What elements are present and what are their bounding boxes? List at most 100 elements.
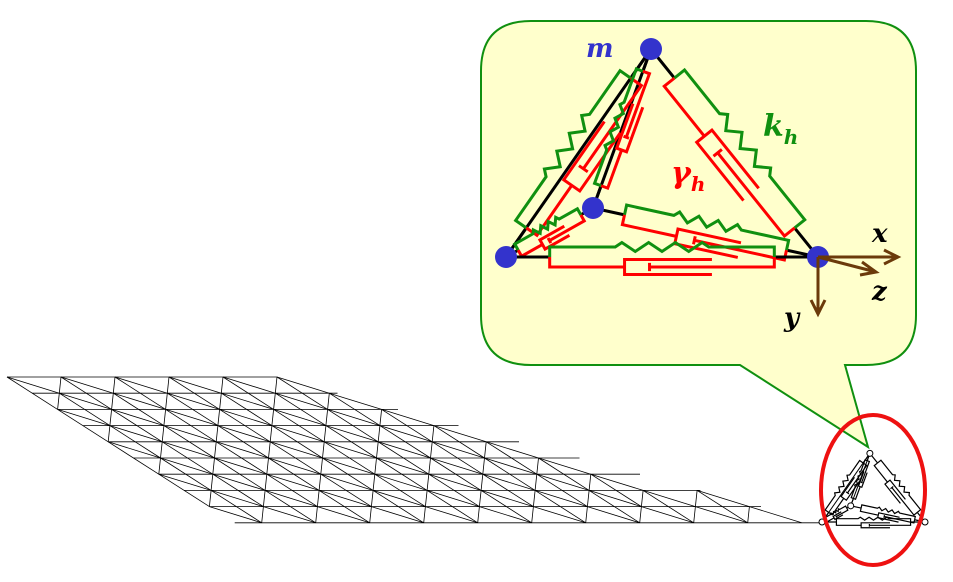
lattice-diagonal (536, 473, 590, 491)
lattice-brace (210, 490, 262, 524)
lattice-diagonal (220, 376, 224, 394)
lattice-brace (215, 441, 268, 475)
y-axis-label: y (783, 303, 801, 333)
lattice-diagonal (315, 506, 318, 523)
lattice-diagonal (587, 490, 590, 507)
lattice-brace (167, 392, 219, 426)
lattice-diagonal (317, 490, 320, 507)
lattice-brace (642, 490, 694, 524)
lattice-diagonal (430, 441, 433, 459)
lattice-diagonal (165, 409, 219, 426)
lattice-diagonal (6, 376, 60, 394)
lattice-diagonal (695, 506, 748, 524)
lattice-diagonal (642, 490, 696, 507)
spring-damper-element (649, 48, 820, 258)
lattice-brace (273, 409, 325, 443)
lattice-diagonal (212, 473, 266, 491)
lattice-brace (276, 376, 328, 410)
lattice-diagonal (318, 474, 322, 491)
lattice-brace (158, 473, 210, 507)
lattice-diagonal (261, 506, 264, 523)
lattice-diagonal (158, 457, 161, 475)
lattice-diagonal (695, 490, 698, 507)
mini-mass-node (866, 449, 874, 457)
lattice-diagonal (433, 425, 487, 443)
lattice-diagonal (479, 506, 532, 524)
lattice-diagonal (166, 376, 170, 394)
lattice-diagonal (209, 506, 262, 524)
lattice-brace (325, 425, 377, 459)
lattice-diagonal (271, 425, 325, 443)
damping-label: γh (671, 156, 705, 196)
lattice-diagonal (369, 506, 372, 523)
mass-label: m (586, 34, 614, 64)
lattice-diagonal (484, 441, 487, 459)
lattice-diagonal (376, 457, 429, 475)
x-axis-label: x (871, 219, 888, 249)
lattice-diagonal (269, 425, 273, 442)
lattice-brace (269, 441, 322, 475)
lattice-diagonal (534, 490, 588, 507)
lattice-brace (160, 457, 212, 491)
lattice-diagonal (379, 425, 433, 443)
spring (850, 459, 868, 500)
lattice-diagonal (587, 506, 640, 524)
lattice-brace (107, 441, 160, 475)
spring (513, 68, 632, 230)
lattice-diagonal (477, 506, 480, 523)
lattice-diagonal (486, 441, 539, 459)
lattice-brace (590, 473, 642, 507)
lattice-brace (318, 490, 370, 524)
lattice-diagonal (325, 425, 379, 443)
lattice-brace (322, 457, 374, 491)
lattice-diagonal (219, 409, 273, 426)
lattice-structure (6, 376, 822, 524)
lattice-brace (113, 392, 165, 426)
spring (824, 505, 848, 521)
lattice-diagonal (160, 457, 213, 475)
lattice-diagonal (588, 490, 642, 507)
lattice-diagonal (165, 393, 168, 410)
lattice-diagonal (161, 425, 165, 442)
lattice-diagonal (693, 506, 696, 523)
damper (873, 462, 918, 516)
lattice-diagonal (428, 457, 431, 475)
lattice-diagonal (107, 425, 111, 442)
lattice-brace (426, 490, 478, 524)
lattice-diagonal (57, 409, 111, 426)
lattice-diagonal (641, 506, 694, 524)
damper (853, 460, 871, 501)
lattice-diagonal (162, 441, 215, 459)
lattice-diagonal (113, 392, 166, 410)
lattice-diagonal (588, 474, 592, 491)
lattice-brace (588, 490, 640, 524)
lattice-brace (212, 473, 264, 507)
lattice-diagonal (274, 376, 278, 394)
lattice-brace (109, 425, 161, 459)
lattice-brace (221, 392, 273, 426)
lattice-diagonal (376, 441, 379, 459)
spring (824, 459, 864, 513)
lattice-diagonal (209, 490, 212, 507)
lattice-diagonal (641, 490, 644, 507)
lattice-brace (480, 490, 532, 524)
y-axis-arrow (809, 257, 827, 318)
lattice-diagonal (263, 490, 266, 507)
lattice-diagonal (318, 490, 372, 507)
lattice-brace (271, 425, 323, 459)
z-axis-label: z (871, 277, 888, 307)
connector-rod (591, 48, 653, 209)
lattice-diagonal (372, 490, 426, 507)
spring (512, 206, 583, 251)
lattice-diagonal (167, 392, 220, 410)
lattice-diagonal (749, 506, 802, 524)
lattice-diagonal (212, 457, 215, 475)
lattice-diagonal (276, 376, 330, 394)
lattice-diagonal (163, 425, 217, 443)
lattice-brace (431, 441, 484, 475)
lattice-diagonal (273, 393, 276, 410)
damper (620, 214, 788, 262)
lattice-brace (323, 441, 376, 475)
lattice-brace (696, 490, 748, 524)
lattice-diagonal (273, 409, 327, 426)
